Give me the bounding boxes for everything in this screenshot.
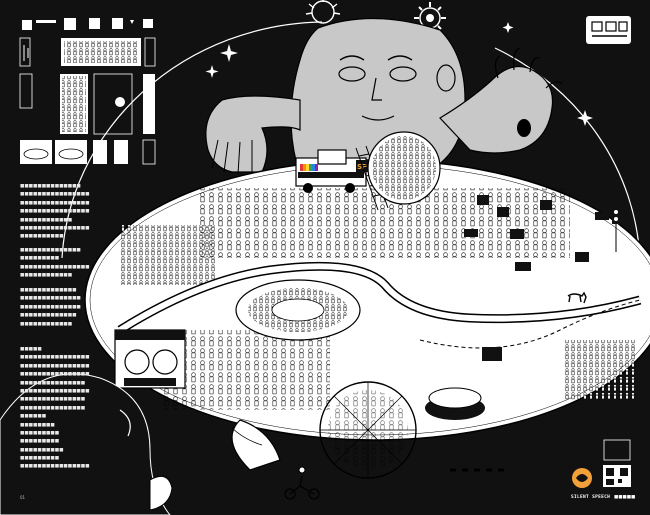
portrait-bubble (367, 131, 441, 205)
text-line: ■■■■■■■■■■■■■■■■ (20, 200, 90, 206)
text-line: ■■■■■■ (20, 414, 47, 420)
brand-name: SILENT SPEECH (571, 495, 611, 500)
text-line: ■■■■■■■■■■■■■■■■ (20, 192, 90, 198)
corner-logo (586, 16, 631, 44)
text-line: ■■■■■■■■■ (20, 439, 60, 445)
text-line: ■■■■■■■■■ (20, 256, 60, 262)
dog-icon (567, 291, 587, 304)
sun-icon (305, 0, 341, 24)
rainbow-stripe (303, 164, 306, 171)
cage-circle (319, 381, 417, 479)
truck-icon: SPE (295, 149, 378, 193)
text-block-3: ■■■■■■■■■■■■■■■■■■■■■■■■■■■■■■■■■■■■■■■■… (20, 287, 90, 329)
text-line: ■■■■■■■■■■■■■■■■ (20, 225, 90, 231)
text-line: ■■■■■■■■■■■■ (20, 273, 73, 279)
sparkle-icon (205, 22, 593, 126)
text-line: ■■■■■■■■■■■■■■■■ (20, 363, 90, 369)
text-line: ■■■■■■■■■■■■■■■■ (20, 355, 90, 361)
protest-signs (464, 195, 609, 434)
rainbow-stripe (315, 164, 318, 171)
text-line: ■■■■■■■■■■■■■■■■ (20, 264, 90, 270)
text-line: ■■■■■■■■■■■■■■■■ (20, 209, 90, 215)
text-line: ■■■■■■■■■■■■■■ (20, 184, 81, 189)
text-block-1: ■■■■■■■■■■■■■■■■■■■■■■■■■■■■■■■■■■■■■■■■… (20, 183, 90, 242)
gramophone-icon (231, 419, 281, 471)
text-line: ■■■■■■■■■■■■■ (20, 288, 77, 293)
cinema-box (114, 329, 186, 389)
text-line: ■■■■■■■■■■■■■■■■ (20, 388, 90, 394)
text-line: ■■■■■■■■■■ (20, 234, 64, 240)
crowd-bottom (160, 330, 330, 410)
rainbow-stripe (306, 164, 309, 171)
text-line: ■■■■■■■■■■■■■■ (20, 248, 81, 253)
comic-panels (19, 18, 156, 165)
text-block-2: ■■■■■■■■■■■■■■■■■■■■■■■■■■■■■■■■■■■■■■■■… (20, 247, 90, 281)
text-line: ■■■■■■■■■■■■■■■■ (20, 372, 90, 378)
text-line: ■■■■■■■■■■■■■■ (20, 296, 81, 302)
crowd-right (565, 340, 635, 400)
text-line: ■■■■■■■■■■■■ (20, 217, 73, 223)
orbit-arc (61, 21, 323, 259)
rainbow-stripe (300, 164, 303, 171)
text-block-4: ■■■■■■■■■■■■■■■■■■■■■■■■■■■■■■■■■■■■■■■■… (20, 346, 90, 472)
rainbow-stripe (309, 164, 312, 171)
text-line: ■■■■■■■■■ (20, 456, 60, 462)
brand-sub: ■■■■■ (614, 495, 636, 500)
text-line: ■■■■■■■■■■ (20, 447, 64, 453)
brand-logo (572, 439, 631, 488)
text-line: ■■■■■■■■ (20, 422, 55, 428)
traffic-light-icon (612, 208, 620, 252)
banquet-table (235, 279, 361, 341)
text-line: ■■■■■ (20, 347, 42, 352)
boat-icon (425, 387, 485, 420)
text-line: ■■■■■■■■■■■■■■■ (20, 380, 86, 386)
text-line: ■■■■■■■■■ (20, 430, 60, 436)
gear-icon (414, 2, 446, 34)
scooter-icon (284, 466, 320, 500)
orbit-arc-right (494, 47, 641, 261)
text-line: ■■■■■■■■■■■■ (20, 321, 73, 327)
truck-logo: SPE (357, 163, 372, 171)
rainbow-stripe (312, 164, 315, 171)
crowd-left (120, 225, 215, 285)
text-line: ■■■■■■■■■■■■■■■ (20, 405, 86, 411)
text-line: ■■■■■■■■■■■■■■■ (20, 397, 86, 403)
page-number: 01 (20, 495, 26, 500)
hand (149, 475, 173, 511)
text-line: ■■■■■■■■■■■■■■ (20, 304, 81, 310)
text-line: ■■■■■■■■■■■■■■■■ (20, 464, 90, 470)
text-line: ■■■■■■■■■■■■■ (20, 313, 77, 319)
